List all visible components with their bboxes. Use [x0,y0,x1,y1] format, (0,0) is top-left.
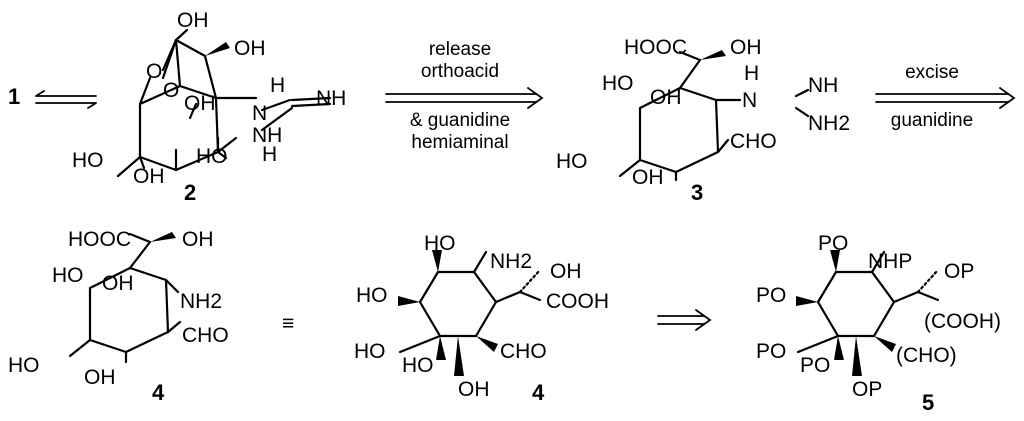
c2-nh-lower: NH [252,124,282,147]
equilibrium-arrow [35,90,97,109]
c4b-oh-side: OH [550,260,582,283]
c3-n: N [742,89,757,112]
c3-ho-left: HO [602,72,634,95]
c4b-ho-left: HO [356,284,388,307]
c2-h: H [270,74,285,97]
compound-4b-number: 4 [532,380,545,405]
c4b-ho-lower: HO [354,340,386,363]
compound-4a-structure: HOOC OH HO OH NH2 CHO HO OH 4 [8,228,229,405]
c4a-hooc: HOOC [68,228,131,251]
c2-o2: O [163,79,179,102]
c4a-cho: CHO [182,324,229,347]
c5-po-left: PO [756,284,786,307]
arrow1-top-line1: release [429,39,491,60]
compound-1-label: 1 [8,84,20,109]
c4a-oh-bottom: OH [84,366,116,389]
c5-cooh: (COOH) [924,310,1001,333]
retro-arrow-1: release orthoacid & guanidine hemiaminal [385,39,544,153]
compound-3-number: 3 [691,180,703,205]
arrow2-top-line1: excise [905,62,959,83]
compound-4b-structure: HO NH2 OH HO COOH HO HO CHO OH 4 [354,232,609,405]
compound-3-structure: HOOC OH HO OH H N NH NH2 CHO HO OH 3 [556,36,850,205]
c4b-ho-q: HO [402,354,434,377]
c4b-ho-top: HO [424,232,456,255]
c4a-ho-left: HO [52,264,84,287]
c4b-cho: CHO [500,340,547,363]
c2-nh-imine: NH [316,87,346,110]
c5-cho: (CHO) [896,344,957,367]
c4a-nh2: NH2 [180,290,222,313]
c5-po-q: PO [800,354,830,377]
c3-oh-top: OH [730,36,762,59]
c3-h: H [744,62,759,85]
c5-op-bottom: OP [852,378,882,401]
c2-oh-right: OH [234,37,266,60]
equivalence-symbol: ≡ [282,312,294,335]
compound-2-structure: OH OH O O OH H N NH NH H HO HO OH 2 [72,9,346,205]
c3-cho: CHO [730,130,777,153]
c3-oh-mid: OH [650,86,682,109]
c4b-cooh: COOH [546,290,609,313]
arrow1-bottom-line2: hemiaminal [411,132,508,153]
compound-5-structure: PO NHP OP PO (COOH) PO PO (CHO) OP 5 [756,232,1001,415]
c2-o-oh: OH [184,92,216,115]
c5-op-side: OP [944,260,974,283]
compound-5-number: 5 [922,390,934,415]
compound-2-number: 2 [184,180,196,205]
c5-po-top: PO [818,232,848,255]
c2-n: N [252,102,267,125]
retro-arrow-3 [657,309,712,331]
c3-nh2: NH2 [808,112,850,135]
c2-oh-bottom: OH [133,165,165,188]
c2-oh-top: OH [177,9,209,32]
arrow1-bottom-line1: & guanidine [410,110,510,131]
retro-arrow-2: excise guanidine [875,62,1016,131]
c3-ho-lower: HO [556,150,588,173]
c4b-oh-bottom: OH [458,378,490,401]
c3-nh: NH [808,74,838,97]
arrow1-top-line2: orthoacid [421,61,499,82]
c2-ho-left: HO [72,149,104,172]
c4a-oh-mid: OH [102,272,134,295]
c5-po-lower: PO [756,340,786,363]
c4a-oh-top: OH [182,228,214,251]
c2-o1: O [146,60,162,83]
c3-oh-bottom: OH [632,166,664,189]
compound-4a-number: 4 [152,380,165,405]
c3-hooc: HOOC [624,36,687,59]
arrow2-bottom-line1: guanidine [891,110,973,131]
c5-nhp: NHP [868,250,912,273]
c4b-nh2: NH2 [490,250,532,273]
c2-ho-lower: HO [196,145,228,168]
c2-h-lower: H [262,143,277,166]
c4a-ho-lower: HO [8,354,40,377]
